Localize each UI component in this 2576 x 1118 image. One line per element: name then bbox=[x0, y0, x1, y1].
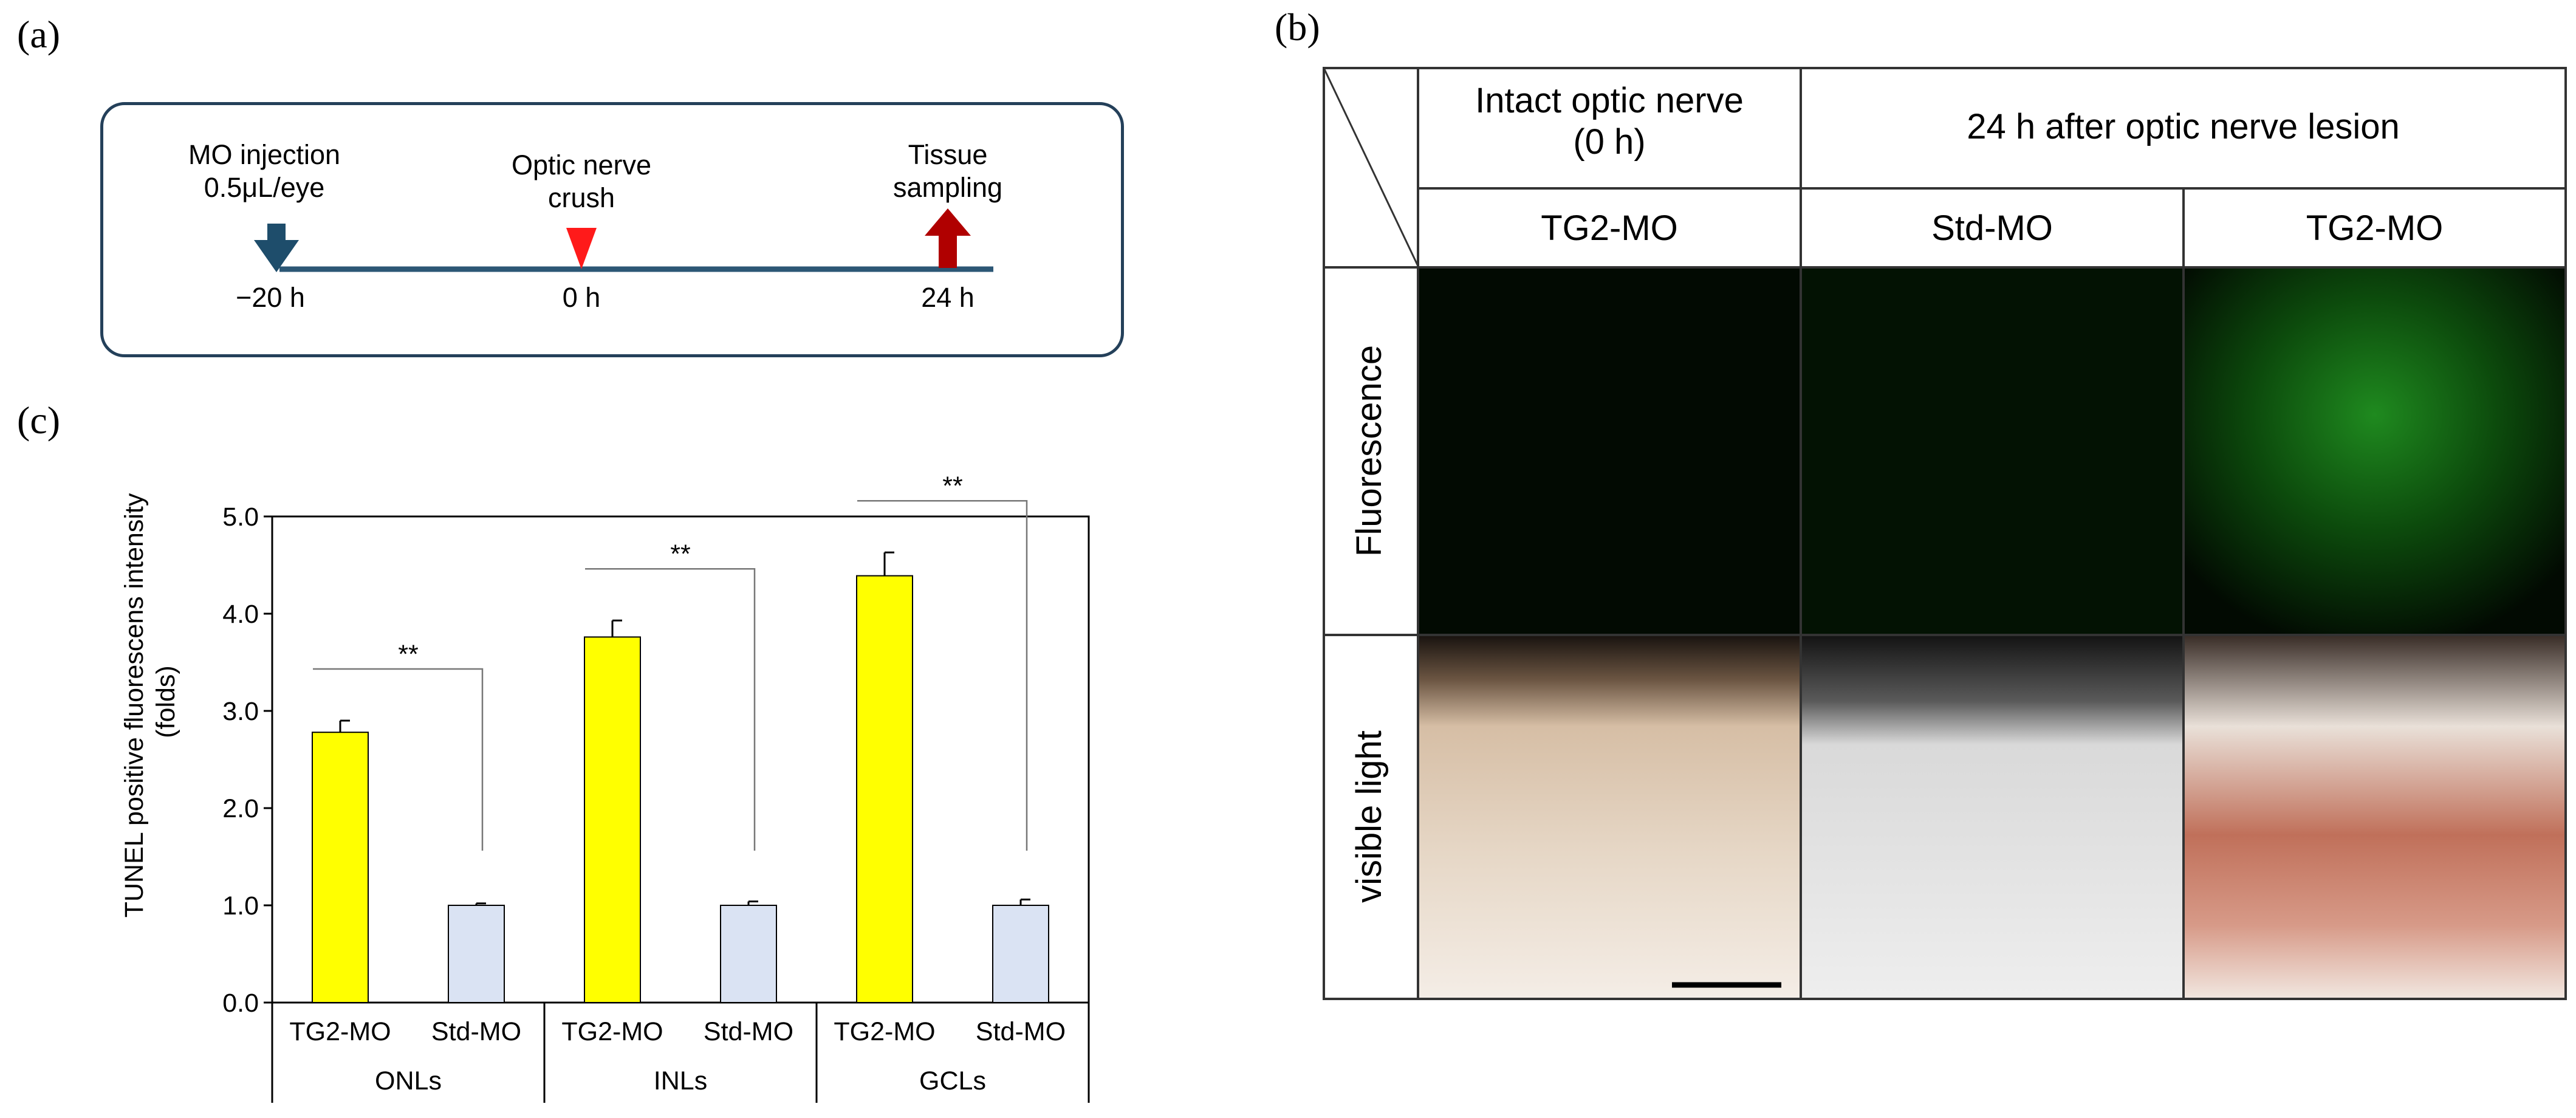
fluorescence-image-tg2-lesion bbox=[2185, 269, 2564, 634]
bar bbox=[584, 636, 641, 1003]
sampling-label-line1: Tissue bbox=[908, 139, 988, 170]
injection-arrowhead bbox=[254, 240, 299, 272]
x-category-label: Std-MO bbox=[704, 1017, 793, 1046]
x-group-label: INLs bbox=[654, 1066, 707, 1096]
column-header-tg2-lesion: TG2-MO bbox=[2306, 208, 2444, 248]
y-tick-label: 4.0 bbox=[222, 600, 259, 629]
bar bbox=[448, 905, 505, 1003]
significance-bracket bbox=[857, 499, 1028, 851]
y-tick-label: 0.0 bbox=[222, 989, 259, 1018]
sampling-time: 24 h bbox=[921, 282, 975, 313]
crush-label: Optic nerve crush bbox=[490, 149, 673, 214]
injection-label-line1: MO injection bbox=[188, 139, 341, 170]
significance-bracket bbox=[585, 568, 756, 851]
table-corner-diagonal bbox=[1323, 67, 1419, 267]
visible-image-tg2-lesion bbox=[2185, 636, 2564, 998]
injection-label-line2: 0.5μL/eye bbox=[204, 172, 325, 203]
visible-image-tg2-intact bbox=[1419, 636, 1800, 998]
plot-frame bbox=[271, 515, 1090, 1004]
header-lesion: 24 h after optic nerve lesion bbox=[1967, 107, 2400, 146]
y-axis-label-line1: TUNEL positive fluorescens intensity bbox=[120, 493, 149, 917]
crush-time: 0 h bbox=[562, 282, 601, 313]
sampling-arrow-icon bbox=[939, 233, 957, 268]
x-category-label: TG2-MO bbox=[834, 1017, 935, 1046]
bar bbox=[720, 905, 777, 1003]
photo-table-grid bbox=[1323, 67, 2567, 1000]
crush-label-line1: Optic nerve bbox=[511, 149, 652, 180]
panel-label-a: (a) bbox=[17, 13, 61, 56]
bar bbox=[992, 905, 1049, 1003]
sampling-label: Tissue sampling bbox=[872, 139, 1024, 204]
timeline-diagram bbox=[254, 208, 993, 272]
panel-label-c: (c) bbox=[17, 399, 61, 442]
significance-label: ** bbox=[398, 640, 419, 669]
visible-image-std-lesion bbox=[1802, 636, 2182, 998]
y-tick-label: 1.0 bbox=[222, 891, 259, 921]
x-category-label: Std-MO bbox=[431, 1017, 521, 1046]
injection-label: MO injection 0.5μL/eye bbox=[161, 139, 368, 204]
injection-time: −20 h bbox=[236, 282, 305, 313]
x-group-label: ONLs bbox=[375, 1066, 442, 1096]
x-category-label: Std-MO bbox=[976, 1017, 1066, 1046]
y-tick-label: 3.0 bbox=[222, 697, 259, 726]
injection-arrow-icon bbox=[267, 224, 286, 242]
fluorescence-image-std-lesion bbox=[1802, 269, 2182, 634]
column-header-tg2-intact: TG2-MO bbox=[1541, 208, 1678, 248]
bar bbox=[312, 732, 369, 1003]
header-intact-line1: Intact optic nerve bbox=[1475, 81, 1744, 120]
significance-label: ** bbox=[942, 472, 963, 501]
significance-bracket bbox=[313, 668, 484, 851]
y-axis-label-line2: (folds) bbox=[151, 665, 180, 738]
fluorescence-image-tg2-intact bbox=[1419, 269, 1800, 634]
table-outer-border bbox=[1323, 67, 2567, 1000]
y-tick-label: 2.0 bbox=[222, 794, 259, 823]
crush-marker-icon bbox=[566, 228, 597, 269]
significance-label: ** bbox=[670, 540, 691, 569]
sampling-label-line2: sampling bbox=[892, 172, 1003, 203]
crush-label-line2: crush bbox=[547, 182, 615, 213]
row-label-visible-light: visible light bbox=[1349, 730, 1389, 903]
x-group-label: GCLs bbox=[919, 1066, 986, 1096]
y-tick-label: 5.0 bbox=[222, 502, 259, 532]
header-intact-line2: (0 h) bbox=[1573, 122, 1646, 162]
timeline-panel: MO injection 0.5μL/eye −20 h Optic nerve… bbox=[100, 102, 1124, 357]
column-header-std-lesion: Std-MO bbox=[1931, 208, 2053, 248]
x-category-label: TG2-MO bbox=[289, 1017, 391, 1046]
bar bbox=[856, 575, 913, 1004]
y-axis-label: TUNEL positive fluorescens intensity (fo… bbox=[120, 486, 180, 918]
bar-chart: 0.0 1.0 2.0 3.0 4.0 5.0 ** ** ** TG2-MO Std-MO TG2-… bbox=[120, 472, 1090, 1103]
sampling-arrowhead bbox=[925, 208, 971, 236]
header-intact: Intact optic nerve (0 h) bbox=[1418, 80, 1801, 163]
x-category-label: TG2-MO bbox=[561, 1017, 663, 1046]
row-label-fluorescence: Fluorescence bbox=[1349, 345, 1389, 557]
panel-label-b: (b) bbox=[1275, 5, 1320, 49]
